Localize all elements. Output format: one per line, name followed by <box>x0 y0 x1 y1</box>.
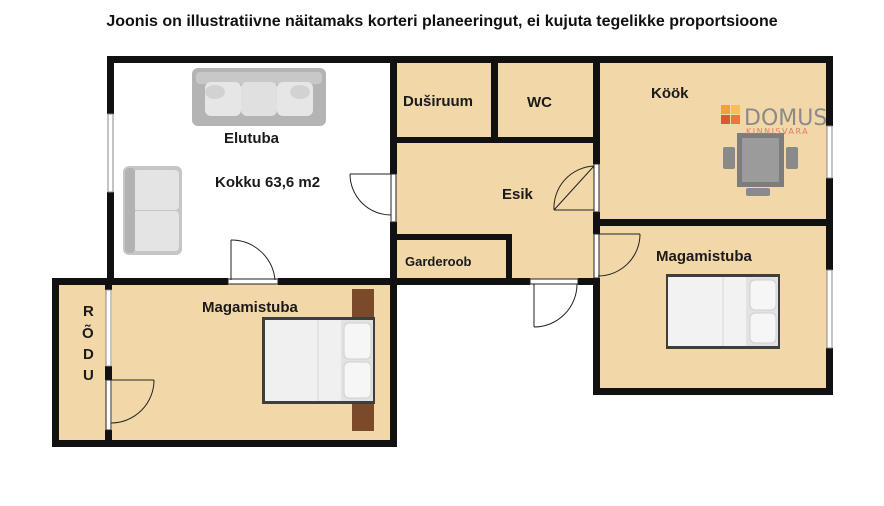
domus-logo: DOMUS KINNISVARA <box>721 105 827 136</box>
wall-left-living-lower <box>107 192 114 284</box>
wall-balcony-left <box>52 278 59 447</box>
walls <box>52 56 833 447</box>
bed-right-icon <box>666 274 780 349</box>
wall-bedroom-right-left-bottom <box>593 278 600 395</box>
wall-living-bedroom-right <box>278 278 530 285</box>
label-bedroom-left: Magamistuba <box>202 299 299 316</box>
wall-bedroom-right-bottom <box>593 388 833 395</box>
label-living-room: Elutuba <box>224 130 280 147</box>
label-total-area: Kokku 63,6 m2 <box>215 174 320 191</box>
armchair-icon <box>123 166 182 255</box>
wall-right-lower <box>826 348 833 395</box>
door-balcony <box>105 379 155 431</box>
label-wc: WC <box>527 94 552 111</box>
wall-top <box>107 56 832 63</box>
label-balcony-r: R <box>83 303 94 320</box>
logo-name: DOMUS <box>744 106 827 131</box>
door-living-bottom <box>227 239 279 285</box>
door-entrance <box>529 278 579 328</box>
label-wardrobe: Garderoob <box>405 254 472 269</box>
floors <box>56 62 827 442</box>
hall-floor <box>396 142 595 238</box>
wall-bath-hall <box>390 137 600 143</box>
label-balcony-o: Õ <box>82 324 94 342</box>
wall-wardrobe-top <box>390 234 512 240</box>
hall-floor-lower <box>510 238 595 280</box>
sofa-icon <box>192 68 326 126</box>
wall-living-bath-top <box>390 56 397 174</box>
bed-left-icon <box>262 289 375 431</box>
wall-living-bedroom-left <box>52 278 228 285</box>
kitchen-floor <box>599 62 827 220</box>
wall-right-upper <box>826 56 833 126</box>
window-balcony <box>105 289 112 367</box>
plan-caption: Joonis on illustratiivne näitamaks korte… <box>106 13 778 30</box>
balcony-floor <box>56 284 108 442</box>
window-kitchen-right <box>826 125 833 179</box>
doors <box>105 163 641 431</box>
door-kitchen <box>553 163 600 213</box>
window-living-left <box>107 113 114 193</box>
label-balcony-u: U <box>83 367 94 384</box>
wc-floor <box>497 62 594 137</box>
label-kitchen: Köök <box>651 85 689 102</box>
logo-mark <box>721 105 730 114</box>
wall-balcony-divider-mid <box>105 366 112 380</box>
wall-balcony-divider-top <box>105 278 112 290</box>
label-hall: Esik <box>502 186 534 203</box>
wall-left-living-upper <box>107 56 114 114</box>
label-bedroom-right: Magamistuba <box>656 248 753 265</box>
door-living <box>349 173 397 223</box>
wall-hall-bottom-right <box>578 278 600 285</box>
wall-bottom-left <box>52 440 397 447</box>
wall-bedroom-left-right <box>390 278 397 447</box>
wall-kitchen-bedroom <box>593 219 833 226</box>
windows <box>105 113 833 367</box>
wall-wc-kitchen-top <box>593 56 600 164</box>
wall-shower-wc <box>491 56 498 142</box>
dining-table-icon <box>723 133 798 196</box>
wardrobe-floor <box>396 240 506 280</box>
logo-subtitle: KINNISVARA <box>746 127 809 136</box>
shower-floor <box>396 62 493 137</box>
wall-living-bath-bottom <box>390 222 397 284</box>
wall-wardrobe-right <box>506 234 512 282</box>
window-bedroom-right <box>826 269 833 349</box>
label-shower: Duširuum <box>403 93 473 110</box>
door-bedroom-right <box>593 233 641 279</box>
label-balcony-d: D <box>83 346 94 363</box>
wall-balcony-divider-bottom <box>105 430 112 447</box>
